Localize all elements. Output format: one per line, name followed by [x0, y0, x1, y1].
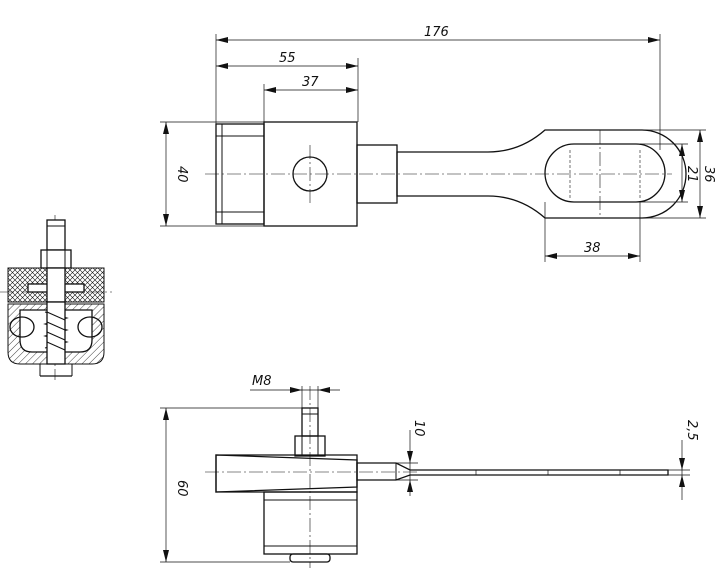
dim-overall-length: 176 — [424, 25, 449, 40]
top-view — [205, 121, 687, 227]
dim-eye-outer: 36 — [701, 166, 716, 183]
dim-eye-length: 38 — [584, 241, 601, 256]
dim-body-length: 55 — [279, 51, 296, 66]
dim-strip-thickness: 2,5 — [684, 420, 699, 441]
side-view — [205, 386, 669, 568]
bolt-hole-top — [292, 156, 328, 192]
dim-thread: M8 — [252, 374, 272, 389]
dim-height-top: 40 — [174, 166, 189, 183]
dim-clamp-length: 37 — [302, 75, 319, 90]
dim-strip-height: 10 — [411, 420, 426, 437]
side-view-dimensions: M8 60 10 2,5 — [160, 374, 699, 563]
section-view — [0, 215, 112, 380]
dim-eye-inner: 21 — [684, 166, 699, 183]
eye-slot — [544, 143, 666, 203]
top-view-dimensions: 176 55 37 40 36 21 — [160, 25, 716, 262]
dim-height-side: 60 — [174, 480, 189, 497]
